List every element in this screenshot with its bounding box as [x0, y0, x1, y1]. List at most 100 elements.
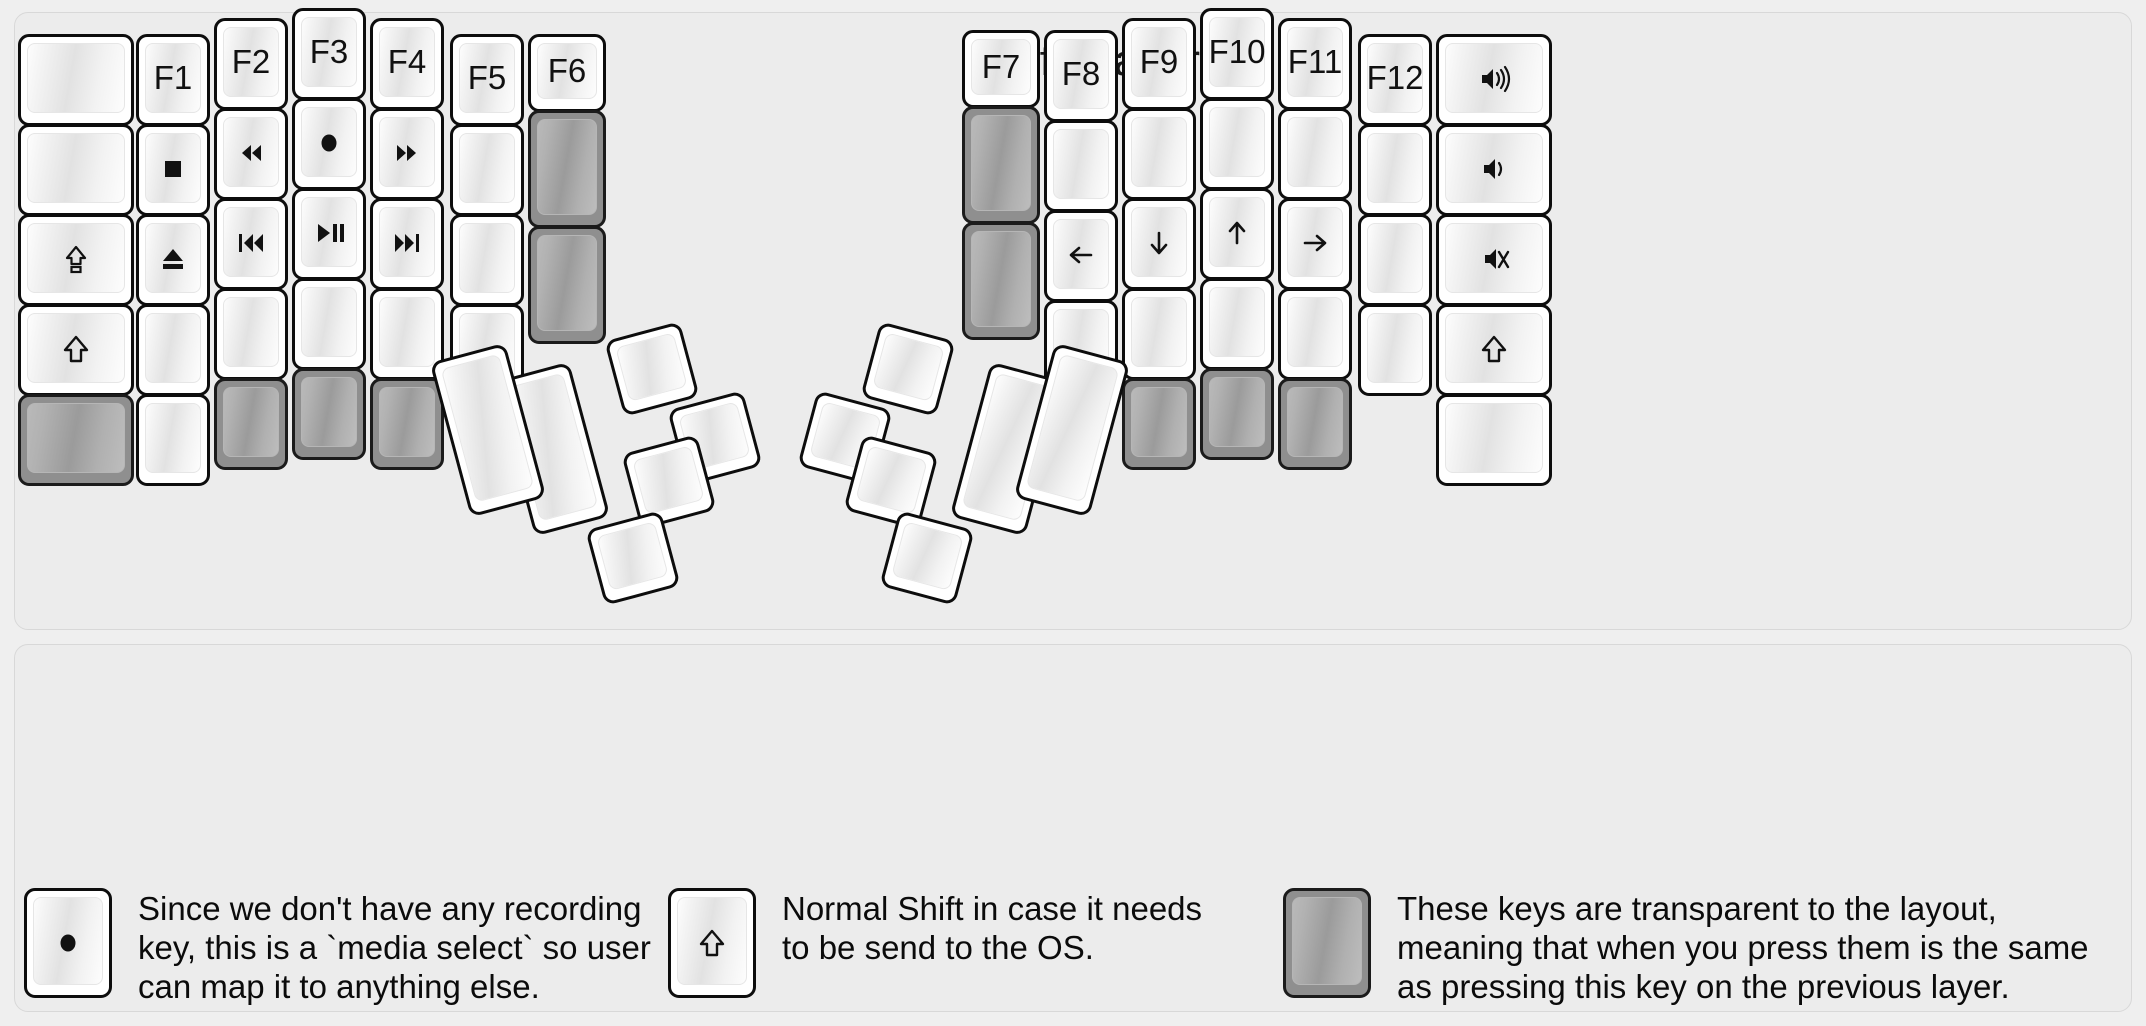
key-blank[interactable]: [292, 278, 366, 370]
key-label: F11: [1287, 42, 1343, 80]
key-label: [1361, 307, 1429, 393]
key-play-pause[interactable]: [292, 188, 366, 280]
shift-arrow-icon: [1439, 307, 1549, 393]
key-shift-arrow[interactable]: [1436, 304, 1552, 396]
key-f2[interactable]: F2: [214, 18, 288, 110]
legend-text-2: Normal Shift in case it needs to be send…: [782, 890, 1203, 966]
key-eject[interactable]: [136, 214, 210, 306]
key-transparent[interactable]: [962, 106, 1040, 224]
key-next-track[interactable]: [370, 198, 444, 290]
key-fast-forward[interactable]: [370, 108, 444, 200]
key-blank[interactable]: [1278, 108, 1352, 200]
key-volume-down[interactable]: [1436, 124, 1552, 216]
key-blank[interactable]: [18, 34, 134, 126]
key-label: [373, 291, 441, 377]
key-blank[interactable]: [18, 124, 134, 216]
key-volume-mute[interactable]: [1436, 214, 1552, 306]
key-transparent[interactable]: [1122, 378, 1196, 470]
key-transparent[interactable]: [962, 222, 1040, 340]
key-caps-lock[interactable]: [18, 214, 134, 306]
key-blank[interactable]: [1358, 304, 1432, 396]
key-f1[interactable]: F1: [136, 34, 210, 126]
key-blank[interactable]: [450, 214, 524, 306]
key-arrow-left[interactable]: [1044, 210, 1118, 302]
keycap-surface: [537, 119, 597, 215]
key-label: [847, 438, 935, 526]
key-blank[interactable]: [1200, 98, 1274, 190]
key-f10[interactable]: F10: [1200, 8, 1274, 100]
arrow-right-icon: [1281, 201, 1349, 287]
next-track-icon: [373, 201, 441, 287]
play-pause-icon: [295, 191, 363, 277]
key-label: [1361, 217, 1429, 303]
key-blank[interactable]: [1358, 124, 1432, 216]
key-blank[interactable]: [450, 304, 524, 396]
key-f4[interactable]: F4: [370, 18, 444, 110]
key-stop[interactable]: [136, 124, 210, 216]
key-f3[interactable]: F3: [292, 8, 366, 100]
key-blank[interactable]: [1278, 288, 1352, 380]
fast-forward-icon: [373, 111, 441, 197]
key-transparent[interactable]: [528, 110, 606, 228]
key-label: [965, 225, 1037, 337]
key-blank[interactable]: [1436, 394, 1552, 486]
keycap-surface: [1131, 27, 1187, 97]
arrow-up-icon: [1203, 191, 1271, 277]
keycap-surface: [301, 287, 357, 357]
key-label: F8: [1061, 54, 1101, 92]
key-blank[interactable]: [1044, 120, 1118, 212]
key-blank[interactable]: [370, 288, 444, 380]
keycap-surface: [1367, 313, 1423, 383]
keycap-surface: [223, 297, 279, 367]
key-label: [1203, 101, 1271, 187]
keycap-surface: [1445, 313, 1543, 383]
key-blank[interactable]: [1200, 278, 1274, 370]
key-blank[interactable]: [1122, 288, 1196, 380]
key-label: [1047, 303, 1115, 389]
key-label: F3: [309, 32, 349, 70]
keycap-surface: [27, 313, 125, 383]
keycap-surface: [1287, 117, 1343, 187]
key-blank[interactable]: [450, 124, 524, 216]
key-label: [1439, 397, 1549, 483]
key-arrow-down[interactable]: [1122, 198, 1196, 290]
key-f6[interactable]: F6: [528, 34, 606, 112]
key-transparent[interactable]: [292, 368, 366, 460]
key-label: [21, 127, 131, 213]
key-arrow-right[interactable]: [1278, 198, 1352, 290]
key-label: [1361, 127, 1429, 213]
key-transparent[interactable]: [1200, 368, 1274, 460]
key-blank[interactable]: [214, 288, 288, 380]
key-transparent[interactable]: [214, 378, 288, 470]
keycap-surface: [1209, 377, 1265, 447]
key-f11[interactable]: F11: [1278, 18, 1352, 110]
key-transparent[interactable]: [18, 394, 134, 486]
key-transparent[interactable]: [528, 226, 606, 344]
key-blank[interactable]: [136, 304, 210, 396]
key-transparent[interactable]: [1278, 378, 1352, 470]
key-blank[interactable]: [136, 394, 210, 486]
key-f12[interactable]: F12: [1358, 34, 1432, 126]
key-blank[interactable]: [1122, 108, 1196, 200]
key-label: F2: [231, 42, 271, 80]
key-f5[interactable]: F5: [450, 34, 524, 126]
keycap-surface: [27, 223, 125, 293]
key-volume-up[interactable]: [1436, 34, 1552, 126]
key-blank[interactable]: [1044, 300, 1118, 392]
key-label: F9: [1139, 42, 1179, 80]
key-f9[interactable]: F9: [1122, 18, 1196, 110]
key-f8[interactable]: F8: [1044, 30, 1118, 122]
key-record-dot[interactable]: [292, 98, 366, 190]
keycap-surface: [537, 43, 597, 99]
key-previous-track[interactable]: [214, 198, 288, 290]
key-blank[interactable]: [1358, 214, 1432, 306]
key-label: [453, 307, 521, 393]
key-shift-arrow[interactable]: [18, 304, 134, 396]
key-f7[interactable]: F7: [962, 30, 1040, 108]
keycap-surface: [379, 387, 435, 457]
key-transparent[interactable]: [370, 378, 444, 470]
key-rewind[interactable]: [214, 108, 288, 200]
keycap-surface: [459, 223, 515, 293]
key-arrow-up[interactable]: [1200, 188, 1274, 280]
key-label: [139, 397, 207, 483]
